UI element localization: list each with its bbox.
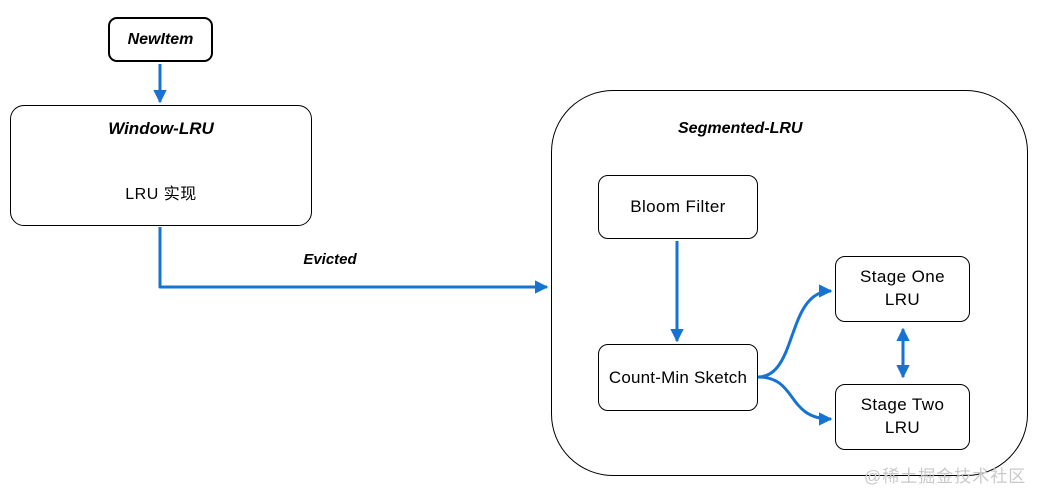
segmented-lru-title: Segmented-LRU [678,120,803,137]
node-bloom-filter: Bloom Filter [598,175,758,239]
new-item-label: NewItem [127,30,194,48]
node-stage-two-lru: Stage Two LRU [835,384,970,450]
node-stage-one-lru: Stage One LRU [835,256,970,322]
edge-windowlru-evicted-to-segmentedlru [158,227,549,294]
stage-two-line1: Stage Two [860,395,945,415]
window-lru-subtitle: LRU 实现 [125,186,197,203]
stage-one-line1: Stage One [860,267,945,287]
stage-two-line2: LRU [884,418,921,437]
node-count-min-sketch: Count-Min Sketch [598,344,758,411]
count-min-sketch-label: Count-Min Sketch [608,367,748,387]
edge-countminsketch-to-stageone [757,284,833,379]
watermark-text: @稀土掘金技术社区 [864,467,1027,486]
bloom-filter-label: Bloom Filter [630,197,726,216]
edge-countminsketch-to-stagetwo [757,375,833,426]
node-window-lru: Window-LRU LRU 实现 [10,105,312,226]
stage-one-line2: LRU [884,290,921,309]
container-segmented-lru: Segmented-LRU [551,90,1028,476]
edge-label-evicted: Evicted [303,251,357,268]
window-lru-title: Window-LRU [108,119,214,138]
node-new-item: NewItem [108,17,213,62]
